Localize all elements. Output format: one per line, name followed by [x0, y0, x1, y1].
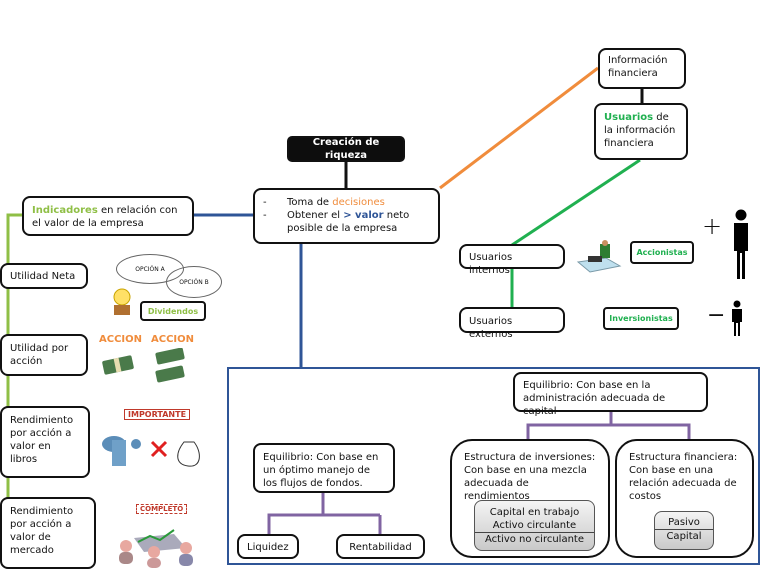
- dividendos-tag: Dividendos: [140, 301, 206, 321]
- orange-connector: [439, 66, 599, 190]
- bullet-decisiones: -Toma de decisiones: [263, 197, 385, 208]
- informacion-financiera-box: Información financiera: [598, 48, 686, 89]
- small-person-icon: [730, 300, 744, 340]
- completo-stamp: COMPLETO: [136, 504, 188, 514]
- thinking-person-icon: [108, 287, 136, 315]
- importante-stamp: IMPORTANTE: [124, 409, 191, 420]
- equilibrio-frame: [227, 367, 760, 565]
- minus-sign: −: [707, 303, 726, 328]
- computer-user-icon: [576, 240, 622, 274]
- inversionistas-tag: Inversionistas: [603, 307, 679, 330]
- money-stacks-icon: [152, 347, 188, 390]
- utilidad-por-accion-box: Utilidad por acción: [0, 334, 88, 376]
- money-stack-icon: [101, 350, 137, 382]
- indicadores-box: Indicadores en relación con el valor de …: [22, 196, 194, 236]
- accionistas-tag: Accionistas: [630, 241, 694, 264]
- meeting-group-icon: [114, 518, 198, 572]
- accion-label-2: ACCION: [151, 334, 195, 345]
- creacion-riqueza-title: Creación de riqueza: [287, 136, 405, 162]
- equilibrio-flujos-box: Equilibrio: Con base en un óptimo manejo…: [253, 443, 395, 493]
- usuarios-box: Usuarios de la información financiera: [594, 103, 688, 160]
- usuarios-internos-box: Usuarios internos: [459, 244, 565, 276]
- financiera-items-box: Pasivo Capital: [654, 511, 714, 550]
- center-box: -Toma de decisiones -Obtener el > valor …: [253, 188, 440, 244]
- building-cross-bag-icon: [100, 428, 212, 472]
- inversiones-items-box: Capital en trabajo Activo circulante Act…: [474, 500, 595, 551]
- plus-sign: +: [702, 212, 723, 240]
- equilibrio-capital-box: Equilibrio: Con base en la administració…: [513, 372, 708, 417]
- usuarios-externos-box: Usuarios externos: [459, 307, 565, 340]
- large-person-icon: [730, 208, 752, 284]
- purple-connector-flujos: [267, 492, 325, 537]
- bullet-valor: -Obtener el > valor neto posible de la e…: [263, 210, 410, 234]
- liquidez-box: Liquidez: [237, 534, 299, 559]
- opcion-b-cloud: OPCIÓN B: [166, 266, 222, 298]
- rentabilidad-box: Rentabilidad: [336, 534, 425, 559]
- green-connector-diag: [511, 158, 641, 247]
- utilidad-neta-box: Utilidad Neta: [0, 263, 88, 289]
- accion-label-1: ACCION: [99, 334, 143, 345]
- purple-connector-capital: [526, 412, 613, 440]
- rendimiento-libros-box: Rendimiento por acción a valor en libros: [0, 406, 90, 478]
- rendimiento-mercado-box: Rendimiento por acción a valor de mercad…: [0, 497, 96, 569]
